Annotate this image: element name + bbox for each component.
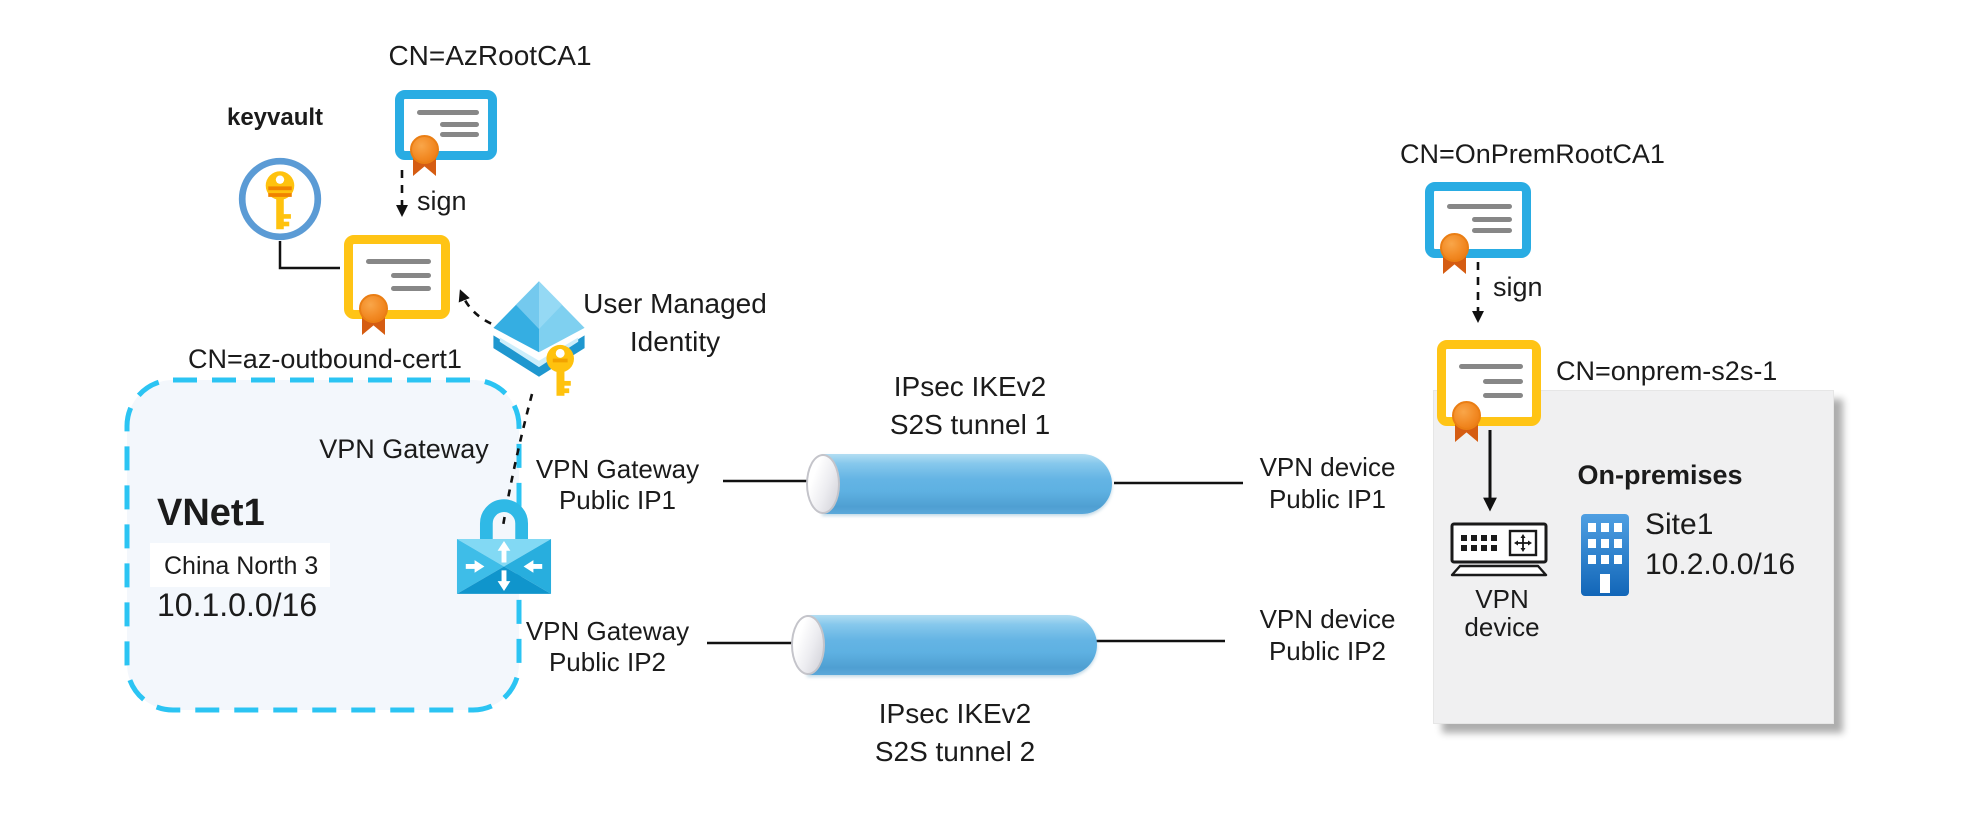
site-address-space: 10.2.0.0/16	[1645, 548, 1796, 581]
site-building-icon	[1580, 513, 1630, 597]
tunnel-body	[822, 454, 1112, 514]
cert-ribbon-seal	[1452, 401, 1481, 430]
s2s-tunnel2-cylinder	[791, 615, 1097, 675]
tunnel2-title-line1: IPsec IKEv2	[878, 698, 1032, 729]
cert-line	[440, 132, 479, 138]
vpn-device-label-line1: VPN	[1475, 584, 1529, 614]
tunnel2-left-label-line2: Public IP2	[548, 647, 667, 677]
az-root-ca-certificate-icon	[395, 90, 497, 176]
cert-line	[1471, 228, 1513, 234]
az-outbound-cert-title: CN=az-outbound-cert1	[188, 344, 462, 374]
keyvault-cert-connector	[278, 241, 340, 270]
region-chip	[150, 543, 330, 587]
onprem-s2s-certificate-icon	[1437, 340, 1541, 442]
az-sign-label: sign	[417, 186, 467, 216]
on-premises-title: On-premises	[1577, 460, 1743, 490]
tunnel-opening	[806, 454, 840, 514]
keyvault-icon	[238, 157, 322, 241]
cert-line	[1482, 392, 1523, 398]
tunnel-body	[807, 615, 1097, 675]
cert-ribbon-seal	[1440, 233, 1469, 262]
tunnel-opening	[791, 615, 825, 675]
vnet-address-space: 10.1.0.0/16	[157, 587, 318, 623]
s2s-tunnel1-cylinder	[806, 454, 1112, 514]
tunnel1-title-line1: IPsec IKEv2	[893, 371, 1047, 402]
tunnel1-left-label-line2: Public IP1	[558, 485, 677, 515]
keyvault-label: keyvault	[226, 104, 324, 131]
az-root-ca-title: CN=AzRootCA1	[388, 40, 592, 71]
tunnel2-title-line2: S2S tunnel 2	[874, 736, 1036, 767]
cert-line	[390, 286, 432, 292]
identity-label-line2: Identity	[629, 326, 721, 357]
cert-line	[1482, 378, 1523, 384]
cert-line	[416, 110, 479, 116]
cert-ribbon-seal	[410, 135, 439, 164]
cert-line	[1447, 203, 1513, 209]
tunnel2-right-label-line1: VPN device	[1259, 604, 1396, 634]
onprem-s2s-cert-title: CN=onprem-s2s-1	[1556, 356, 1778, 386]
tunnel2-left-label-line1: VPN Gateway	[525, 616, 690, 646]
tunnel1-title-line2: S2S tunnel 1	[889, 409, 1051, 440]
vpn-device-label-line2: device	[1464, 612, 1540, 642]
tunnel2-right-label-line2: Public IP2	[1268, 636, 1387, 666]
identity-label-line1: User Managed	[583, 288, 767, 319]
cert-line	[440, 121, 479, 127]
cert-line	[390, 273, 432, 279]
site-name: Site1	[1645, 508, 1714, 541]
onprem-root-ca-certificate-icon	[1425, 182, 1531, 274]
user-managed-identity-icon	[486, 278, 592, 398]
cert-ribbon-seal	[359, 294, 388, 323]
tunnel1-left-label-line1: VPN Gateway	[535, 454, 700, 484]
onprem-sign-label: sign	[1493, 272, 1543, 302]
cert-line	[366, 258, 432, 264]
cert-line	[1458, 363, 1523, 369]
onprem-root-ca-title: CN=OnPremRootCA1	[1400, 139, 1665, 169]
vnet-region: China North 3	[164, 552, 319, 580]
tunnel1-right-label-line2: Public IP1	[1268, 484, 1387, 514]
cert-line	[1471, 216, 1513, 222]
vpn-device-icon	[1450, 522, 1550, 580]
vnet-name: VNet1	[157, 492, 265, 534]
vpn-gateway-icon	[455, 484, 553, 594]
tunnel1-right-label-line1: VPN device	[1259, 452, 1396, 482]
az-outbound-certificate-icon	[344, 235, 450, 335]
identity-to-gateway-connector	[501, 393, 534, 527]
vpn-gateway-label: VPN Gateway	[319, 434, 489, 464]
